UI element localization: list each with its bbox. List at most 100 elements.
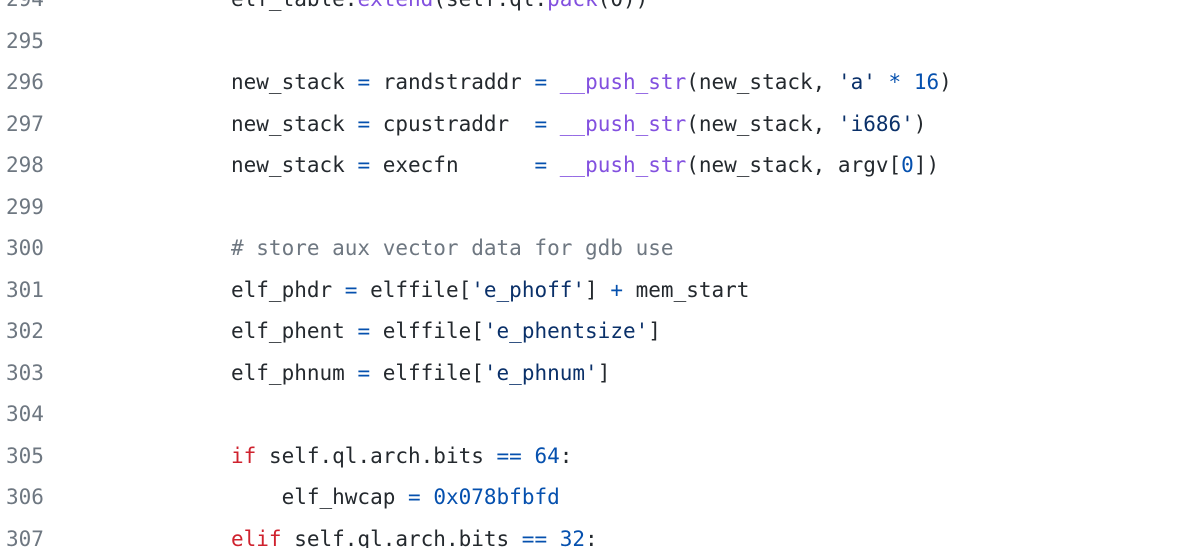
code-token: ]	[597, 360, 611, 385]
code-token: ]	[648, 319, 661, 343]
code-text: elf_phnum = elffile['e_phnum']	[231, 353, 610, 394]
line-number: 304	[6, 402, 44, 426]
code-token: elf_phent	[231, 319, 358, 343]
line-number: 307	[6, 526, 44, 548]
code-token: ==	[521, 526, 548, 548]
line-number: 296	[6, 70, 44, 94]
code-token: =	[534, 153, 548, 177]
code-token: (new_stack,	[686, 70, 838, 94]
code-token: (0))	[598, 0, 649, 11]
code-token: 'e_phentsize'	[483, 319, 649, 343]
code-token: :	[559, 443, 573, 468]
line-number: 295	[6, 28, 44, 53]
code-line: 307 elif self.ql.arch.bits == 32:	[0, 519, 1200, 548]
code-token: if	[231, 443, 257, 468]
code-token: (self.ql.	[433, 0, 547, 11]
line-number: 300	[6, 236, 44, 260]
code-token: # store aux vector data for gdb use	[231, 236, 674, 260]
code-token: elf_phnum	[231, 360, 358, 385]
code-text: elf_phdr = elffile['e_phoff'] + mem_star…	[231, 270, 749, 311]
code-token: elffile[	[370, 360, 484, 385]
code-text: new_stack = randstraddr = __push_str(new…	[231, 62, 952, 103]
code-token: elffile[	[370, 319, 484, 343]
code-token: =	[357, 153, 371, 177]
code-token: =	[357, 111, 371, 136]
code-token: =	[344, 277, 358, 302]
code-text: # store aux vector data for gdb use	[231, 228, 674, 269]
code-text: elif self.ql.arch.bits == 32:	[231, 519, 598, 548]
line-number: 298	[6, 153, 44, 177]
code-token: __push_str	[559, 153, 687, 177]
code-token: *	[888, 70, 902, 94]
line-number: 302	[6, 319, 44, 343]
code-text: elf_phent = elffile['e_phentsize']	[231, 311, 661, 352]
code-indent	[231, 485, 282, 509]
code-token: extend	[357, 0, 433, 11]
code-token: __push_str	[559, 111, 687, 136]
code-token: =	[408, 485, 421, 509]
code-token: elif	[231, 526, 282, 548]
code-token: 'i686'	[837, 111, 914, 136]
code-text: new_stack = cpustraddr = __push_str(new_…	[231, 104, 926, 145]
code-line: 300 # store aux vector data for gdb use	[0, 228, 1200, 269]
code-token: self.ql.arch.bits	[281, 526, 522, 548]
code-line: 306 elf_hwcap = 0x078bfbfd	[0, 477, 1200, 518]
code-line: 302 elf_phent = elffile['e_phentsize']	[0, 311, 1200, 352]
line-number: 306	[6, 485, 44, 509]
code-token: )	[939, 70, 952, 94]
code-line: 303 elf_phnum = elffile['e_phnum']	[0, 353, 1200, 394]
code-line: 299	[0, 187, 1200, 228]
code-line: 298 new_stack = execfn = __push_str(new_s…	[0, 145, 1200, 186]
code-token: new_stack	[231, 70, 358, 94]
code-token: (new_stack,	[686, 111, 838, 136]
code-token: elf_hwcap	[281, 485, 409, 509]
code-token: new_stack	[231, 111, 358, 136]
code-token: =	[357, 319, 371, 343]
code-token: __push_str	[559, 70, 687, 94]
code-token: )	[913, 111, 927, 136]
code-text: if self.ql.arch.bits == 64:	[231, 436, 572, 477]
code-token	[876, 70, 889, 94]
code-token: cpustraddr	[370, 111, 535, 136]
code-token: :	[585, 526, 598, 548]
code-line: 305 if self.ql.arch.bits == 64:	[0, 436, 1200, 477]
code-token: 64	[534, 443, 560, 468]
code-line: 295	[0, 21, 1200, 62]
code-token: new_stack	[231, 153, 358, 177]
code-token: mem_start	[623, 277, 750, 302]
code-token: elf_table.	[231, 0, 357, 11]
line-number: 301	[6, 277, 44, 302]
code-token	[421, 485, 434, 509]
code-text: elf_hwcap = 0x078bfbfd	[231, 477, 560, 518]
code-token	[547, 153, 560, 177]
code-token: =	[357, 70, 371, 94]
line-number: 305	[6, 443, 44, 468]
code-token: ])	[913, 153, 940, 177]
code-token: 0x078bfbfd	[433, 485, 560, 509]
line-number: 303	[6, 360, 44, 385]
code-token: =	[534, 70, 548, 94]
code-token: execfn	[370, 153, 535, 177]
line-number: 299	[6, 194, 44, 219]
code-token	[901, 70, 914, 94]
code-token: elf_phdr	[231, 277, 345, 302]
line-number: 297	[6, 111, 44, 136]
code-token: pack	[547, 0, 598, 11]
code-line: 301 elf_phdr = elffile['e_phoff'] + mem_s…	[0, 270, 1200, 311]
code-token: ==	[496, 443, 522, 468]
code-line: 297 new_stack = cpustraddr = __push_str(n…	[0, 104, 1200, 145]
code-token: +	[610, 277, 623, 302]
code-token	[547, 527, 560, 548]
code-token: ]	[585, 277, 611, 302]
code-text: elf_table.extend(self.ql.pack(0))	[231, 0, 648, 20]
code-token: 32	[559, 526, 586, 548]
code-line: 304	[0, 394, 1200, 435]
code-token: (new_stack, argv[	[686, 153, 902, 177]
code-token: self.ql.arch.bits	[256, 443, 497, 468]
code-line: 296 new_stack = randstraddr = __push_str(…	[0, 62, 1200, 103]
code-token: randstraddr	[370, 70, 535, 94]
code-token	[547, 70, 560, 94]
code-text: new_stack = execfn = __push_str(new_stac…	[231, 145, 939, 186]
code-token: 0	[901, 153, 914, 177]
